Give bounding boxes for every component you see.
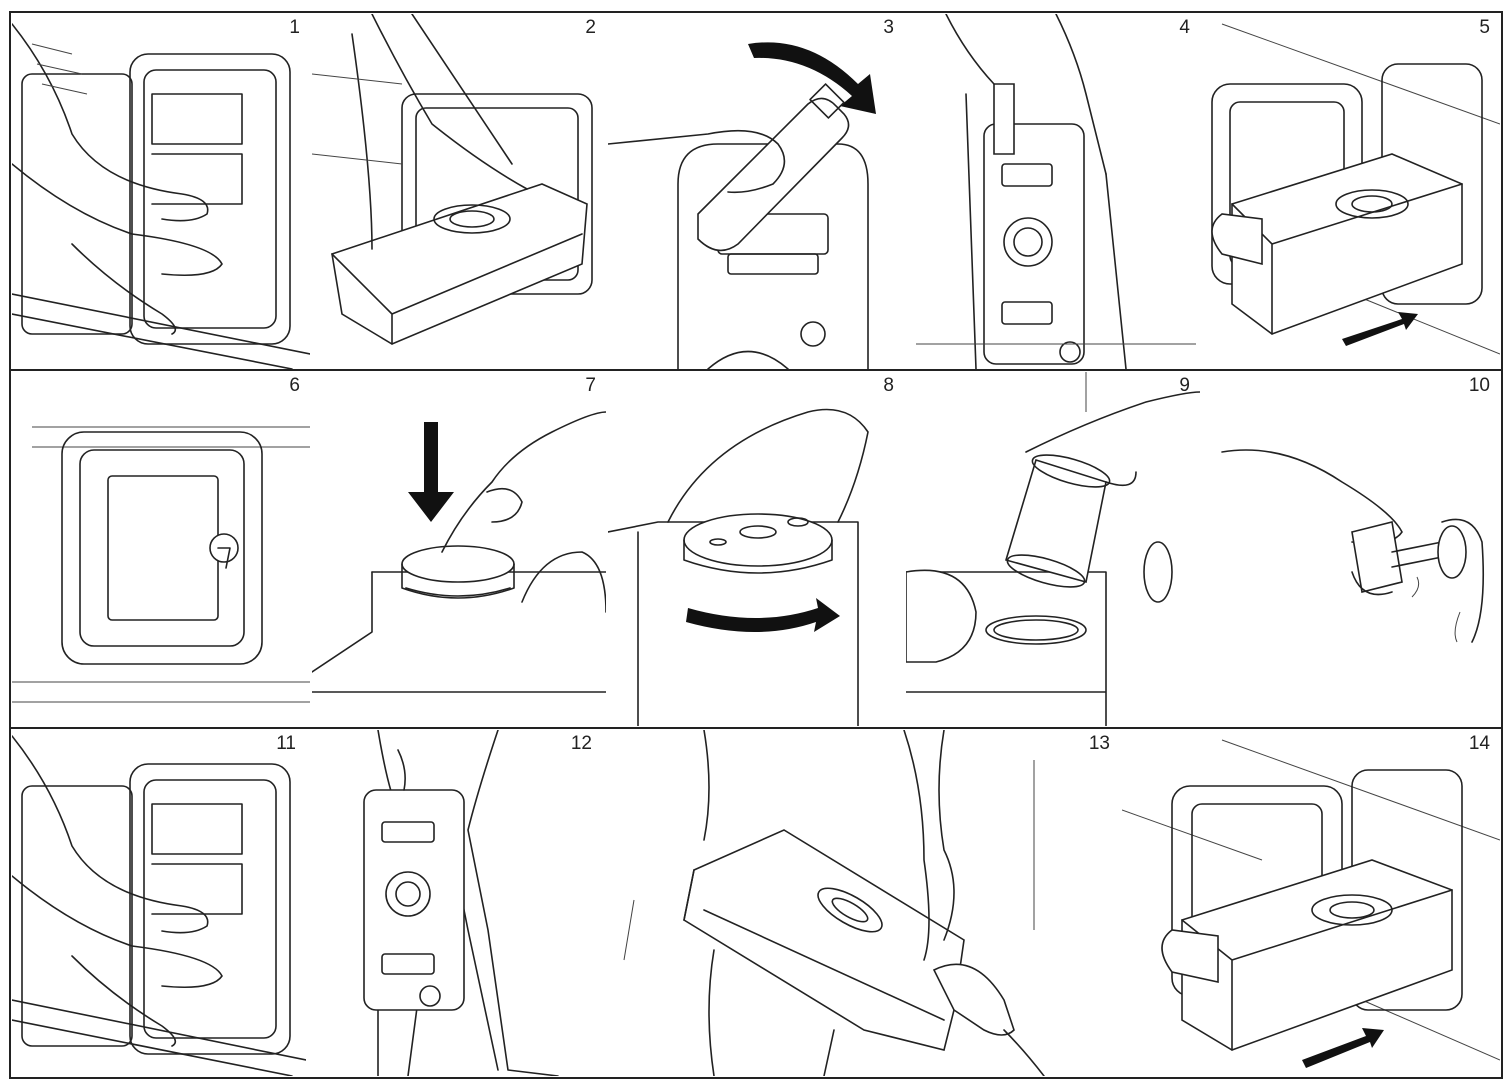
step-number-8: 8 [883, 375, 894, 396]
panel-5-insert-cassette: 5 [1202, 14, 1500, 369]
step-number-13: 13 [1088, 733, 1110, 754]
illustration-lift-cap [906, 372, 1200, 726]
step-number-10: 10 [1468, 375, 1490, 396]
illustration-hands-open-door-again [12, 730, 306, 1076]
step-number-14: 14 [1468, 733, 1490, 754]
rotate-arrow-icon [686, 598, 840, 632]
panel-11-open-service-door: 11 [12, 730, 306, 1076]
illustration-fill-cassette [906, 14, 1200, 369]
step-number-12: 12 [570, 733, 592, 754]
step-number-11: 11 [276, 733, 296, 754]
panel-12-carry-cassette: 12 [308, 730, 602, 1076]
panel-2-pull-out-cassette: 2 [312, 14, 606, 369]
step-number-7: 7 [585, 375, 596, 396]
step-number-3: 3 [883, 17, 894, 38]
step-number-6: 6 [289, 375, 300, 396]
push-arrow-icon [1342, 312, 1418, 346]
illustration-reinsert-cassette [1122, 730, 1500, 1068]
illustration-empty-contents [604, 730, 1120, 1076]
panel-14-insert-cassette: 14 [1122, 730, 1500, 1076]
push-arrow-icon [1302, 1028, 1384, 1068]
step-number-9: 9 [1179, 375, 1190, 396]
panel-3-pour-liquid: 3 [608, 14, 904, 369]
illustration-pour-bottle [608, 42, 876, 369]
illustration-clean-cap [1202, 372, 1500, 726]
panel-6-close-door: 6 [12, 372, 310, 726]
illustration-turn-cap [608, 372, 904, 726]
step-number-5: 5 [1479, 17, 1490, 38]
panel-13-empty-cassette: 13 [604, 730, 1120, 1076]
rotate-arrow-icon [748, 42, 876, 114]
illustration-press-cap [312, 372, 606, 726]
illustration-insert-cassette [1202, 14, 1500, 369]
step-number-2: 2 [585, 17, 596, 38]
step-number-4: 4 [1179, 17, 1190, 38]
panel-1-open-service-door: 1 [12, 14, 310, 369]
panel-7-press-valve: 7 [312, 372, 606, 726]
step-number-1: 1 [289, 17, 300, 38]
illustration-hands-open-door [12, 14, 310, 369]
panel-9-remove-cap: 9 [906, 372, 1200, 726]
panel-4-add-water: 4 [906, 14, 1200, 369]
illustration-carry-upright [308, 730, 602, 1076]
panel-10-rinse-cap: 10 [1202, 372, 1500, 726]
down-arrow-icon [408, 422, 454, 522]
illustration-closed-door [12, 372, 310, 726]
panel-8-turn-cap: 8 [608, 372, 904, 726]
illustration-pull-cassette [312, 14, 606, 369]
